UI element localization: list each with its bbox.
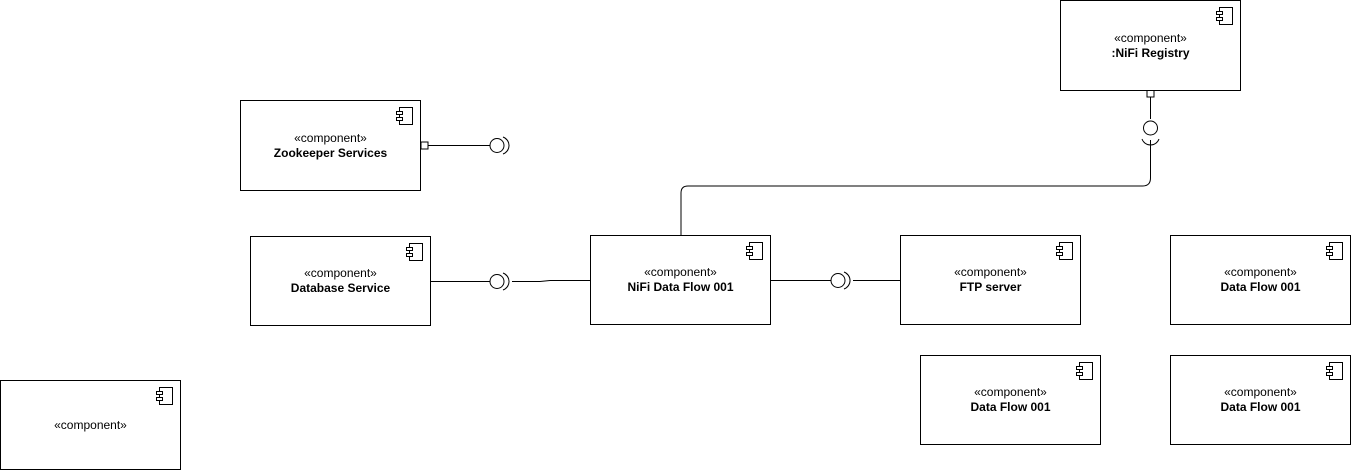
stereotype-label: «component»	[974, 385, 1047, 399]
stereotype-label: «component»	[644, 265, 717, 279]
component-name: NiFi Data Flow 001	[627, 280, 734, 294]
database-to-nifi-flow-connector	[512, 280, 591, 282]
component-icon	[1324, 361, 1344, 381]
component-name: :NiFi Registry	[1111, 45, 1190, 60]
stereotype-label: «component»	[294, 130, 367, 145]
zookeeper-required-socket	[502, 136, 510, 155]
component-icon	[154, 386, 174, 406]
stereotype-label: «component»	[1224, 385, 1297, 399]
component-icon	[1074, 361, 1094, 381]
component-icon	[404, 242, 424, 262]
component-icon	[744, 241, 764, 261]
registry-provided-interface	[1143, 120, 1158, 136]
ftp-provided-interface	[830, 273, 846, 288]
component-name: Data Flow 001	[970, 400, 1051, 414]
component-icon	[1054, 241, 1074, 261]
component-nifi-registry[interactable]: «component» :NiFi Registry	[1060, 0, 1241, 91]
component-name: Data Flow 001	[1220, 400, 1301, 414]
registry-to-nifi-flow-connector	[680, 140, 1151, 236]
stereotype-label: «component»	[1224, 265, 1297, 279]
component-name: FTP server	[959, 280, 1022, 294]
zookeeper-provided-interface	[489, 138, 505, 153]
component-data-flow-middle-bottom[interactable]: «component» Data Flow 001	[920, 355, 1101, 445]
component-data-flow-right-top[interactable]: «component» Data Flow 001	[1170, 235, 1351, 325]
component-name: Data Flow 001	[1220, 280, 1301, 294]
database-required-socket	[502, 272, 510, 291]
component-ftp-server[interactable]: «component» FTP server	[900, 235, 1081, 325]
ftp-required-socket	[843, 271, 851, 290]
component-unnamed[interactable]: «component»	[0, 380, 181, 470]
stereotype-label: «component»	[954, 265, 1027, 279]
stereotype-label: «component»	[304, 266, 377, 280]
stereotype-label: «component»	[54, 418, 127, 432]
registry-port	[1146, 89, 1155, 98]
component-database-service[interactable]: «component» Database Service	[250, 236, 431, 326]
component-data-flow-right-bottom[interactable]: «component» Data Flow 001	[1170, 355, 1351, 445]
component-name: Zookeeper Services	[273, 145, 388, 160]
zookeeper-port	[420, 141, 429, 150]
component-icon	[1214, 6, 1234, 26]
component-nifi-data-flow[interactable]: «component» NiFi Data Flow 001	[590, 235, 771, 325]
component-zookeeper-services[interactable]: «component» Zookeeper Services	[240, 100, 421, 191]
component-icon	[394, 106, 414, 126]
component-icon	[1324, 241, 1344, 261]
component-name: Database Service	[290, 281, 391, 295]
stereotype-label: «component»	[1114, 30, 1187, 45]
database-provided-interface	[489, 274, 505, 289]
